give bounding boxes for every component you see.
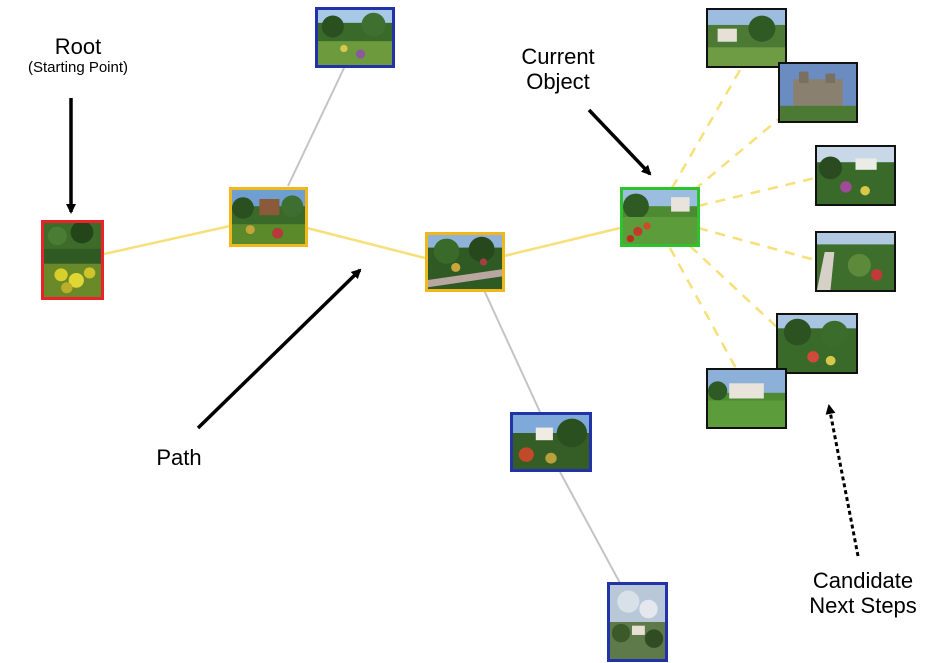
flower-bed-image (817, 147, 894, 204)
current-object-line2: Object (526, 69, 590, 95)
candidate-label: Candidate Next Steps (790, 568, 936, 619)
lawn-house-image (623, 190, 697, 244)
candidate-6-thumbnail[interactable] (706, 368, 787, 429)
root-label: Root (Starting Point) (4, 34, 152, 77)
branch-line-lowest (559, 471, 621, 584)
root-label-title: Root (54, 34, 102, 59)
garden-flowers-image (44, 223, 101, 297)
path-label: Path (156, 445, 202, 470)
path-line-3 (503, 226, 621, 258)
lower-node-thumbnail[interactable] (510, 412, 592, 472)
trees-garden-image (778, 315, 856, 372)
garden-path-image (817, 233, 894, 290)
candidate-line-2 (693, 117, 781, 191)
branch-line-top (287, 67, 345, 187)
candidate-4-thumbnail[interactable] (815, 231, 896, 292)
bottom-node-thumbnail[interactable] (607, 582, 668, 662)
root-label-subtitle: (Starting Point) (27, 59, 129, 77)
path-node-1-thumbnail[interactable] (229, 187, 308, 247)
path-arrow (196, 268, 362, 430)
top-node-thumbnail[interactable] (315, 7, 395, 68)
candidate-line-1 (670, 69, 742, 189)
cloudy-hill-image (610, 585, 665, 659)
garden-walkway-image (428, 235, 502, 289)
stone-castle-image (780, 64, 856, 121)
candidate-line-3 (697, 176, 816, 208)
candidate-line-4 (697, 226, 816, 262)
path-line-2 (306, 226, 426, 260)
candidate-line1: Candidate (812, 568, 914, 593)
candidate-3-thumbnail[interactable] (815, 145, 896, 206)
path-line-1 (103, 224, 231, 256)
house-trees-image (513, 415, 589, 469)
garden-building-image (232, 190, 305, 244)
candidate-5-thumbnail[interactable] (776, 313, 858, 374)
candidate-line-6 (668, 247, 740, 373)
path-node-2-thumbnail[interactable] (425, 232, 505, 292)
candidate-2-thumbnail[interactable] (778, 62, 858, 123)
hillside-house-image (708, 10, 785, 66)
garden-bed-image (318, 10, 392, 65)
root-node-thumbnail[interactable] (41, 220, 104, 300)
manor-lawn-image (708, 370, 785, 427)
candidate-line-5 (689, 245, 781, 331)
current-node-thumbnail[interactable] (620, 187, 700, 247)
candidate-arrow (825, 404, 860, 557)
candidate-1-thumbnail[interactable] (706, 8, 787, 68)
current-arrow (587, 108, 652, 176)
current-object-line1: Current (521, 44, 595, 69)
current-object-label: Current Object (503, 44, 613, 95)
branch-line-bottom (483, 289, 541, 413)
candidate-line2: Next Steps (809, 593, 917, 619)
